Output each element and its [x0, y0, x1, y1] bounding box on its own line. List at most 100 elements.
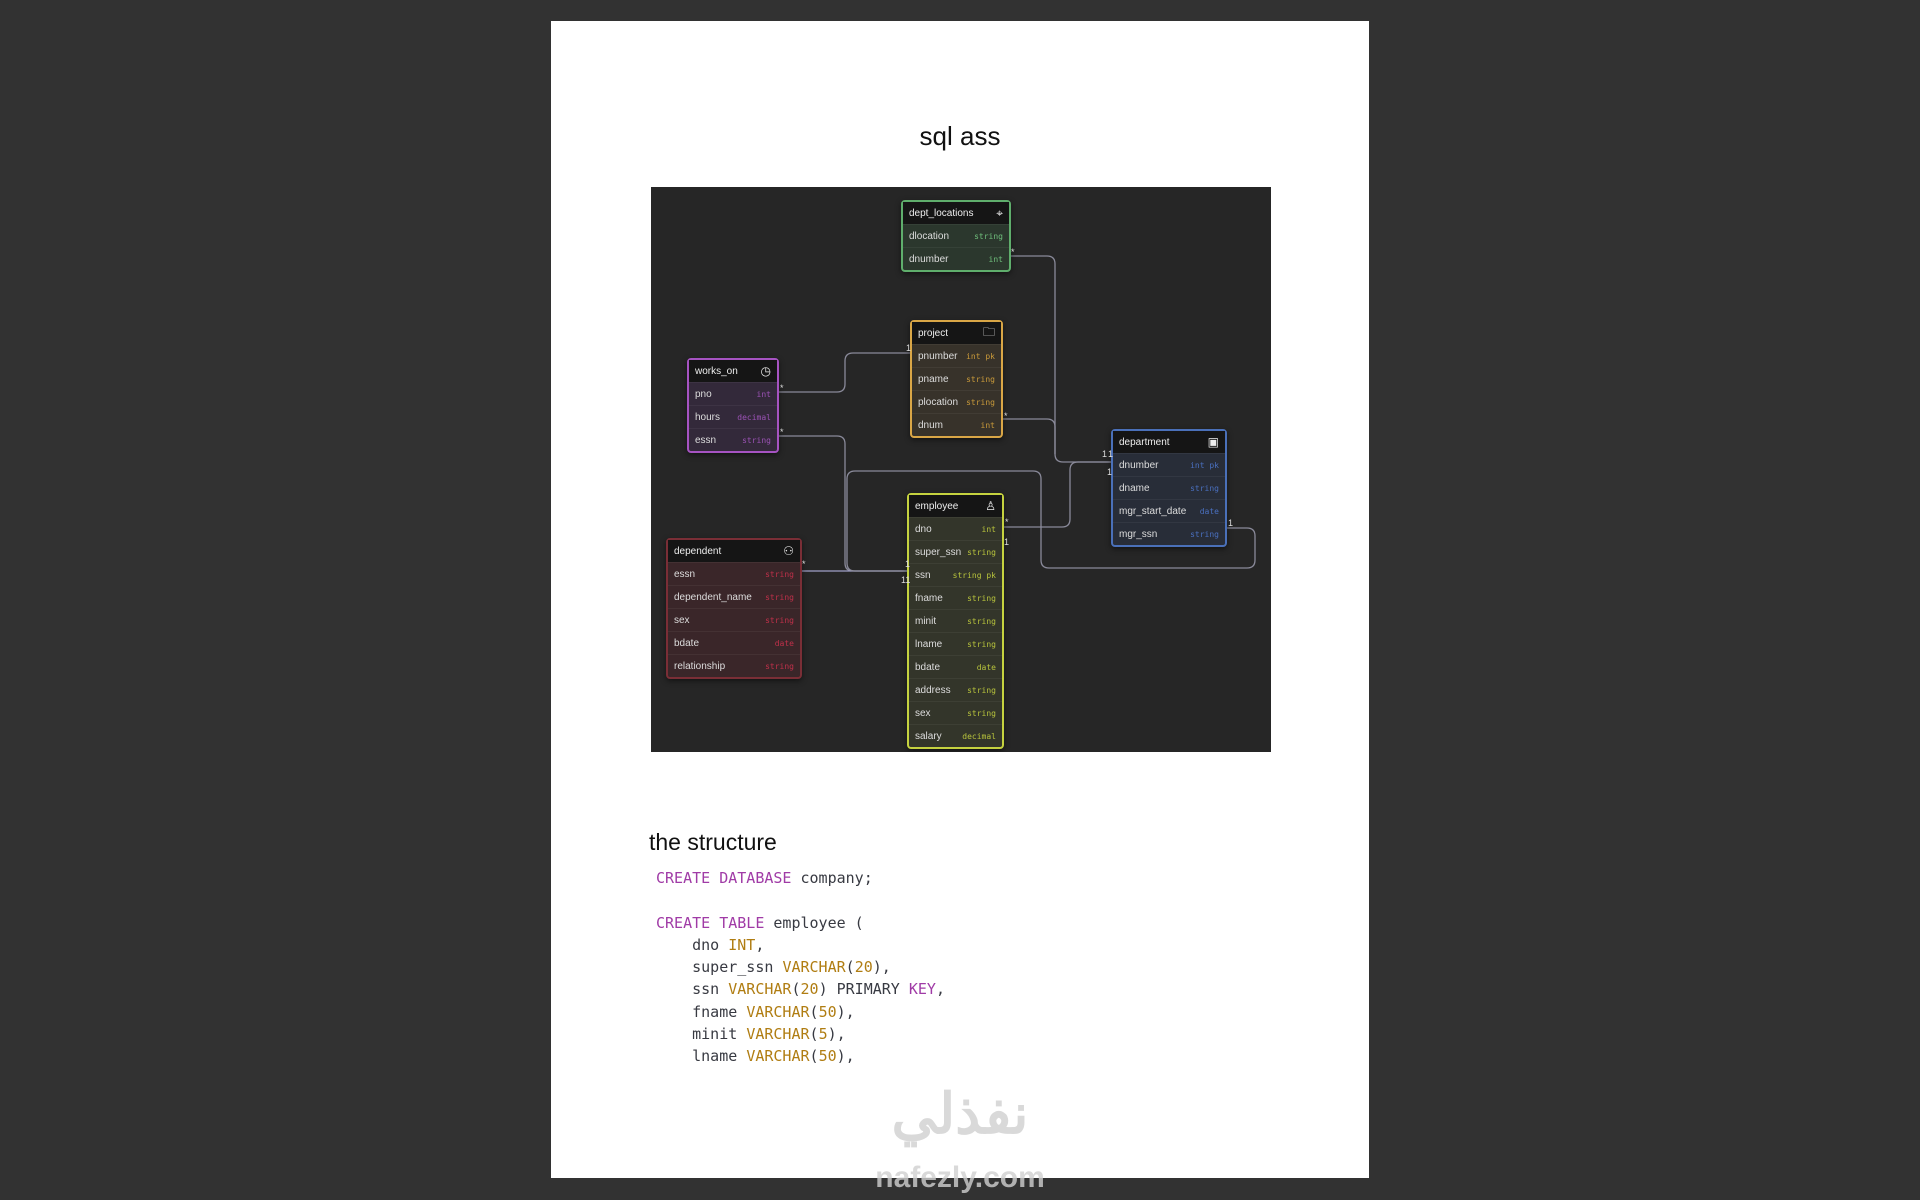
sql-text: ) PRIMARY — [818, 980, 909, 999]
page-title: sql ass — [919, 121, 1001, 151]
sql-text: super_ssn — [656, 958, 783, 977]
field-name: essn — [674, 568, 696, 580]
sql-type: VARCHAR — [746, 1002, 810, 1021]
field-name: bdate — [674, 637, 700, 649]
field-name: essn — [695, 434, 717, 446]
table-name: project — [918, 327, 949, 339]
field-name: dnumber — [1119, 459, 1159, 471]
table-header: employee♙ — [909, 495, 1002, 517]
field-name: bdate — [915, 661, 941, 673]
sql-type: VARCHAR — [746, 1047, 810, 1066]
user-icon: ♙ — [985, 499, 996, 513]
field-type: string — [966, 374, 995, 384]
field-type: date — [976, 662, 996, 672]
field-type: string — [765, 592, 794, 602]
field-type: int — [981, 524, 996, 534]
field-name: sex — [915, 707, 931, 719]
table-name: dept_locations — [909, 207, 974, 219]
sql-type: VARCHAR — [746, 1025, 810, 1044]
rel-employee-department — [1000, 461, 1111, 528]
rel-project-department — [999, 418, 1056, 454]
sql-type: 5 — [818, 1025, 828, 1044]
sql-text: fname — [656, 1002, 747, 1021]
table-header: department▣ — [1113, 431, 1225, 453]
table-field: dnum int — [912, 413, 1001, 436]
cardinality-marker: 1 — [905, 559, 911, 569]
cardinality-marker: 1 — [1102, 449, 1108, 459]
table-field: dnumber int pk — [1113, 453, 1225, 476]
sql-text: ), — [836, 1047, 855, 1066]
sql-text: , — [935, 980, 945, 999]
table-name: works_on — [695, 365, 738, 377]
sql-code-block: CREATE DATABASE company;CREATE TABLE emp… — [656, 867, 945, 1068]
code-line: lname VARCHAR(50), — [656, 1045, 945, 1067]
table-field: essn string — [668, 562, 800, 585]
sql-text: ( — [809, 1002, 819, 1021]
sql-type: VARCHAR — [782, 958, 846, 977]
sql-keyword: CREATE TABLE — [656, 913, 765, 932]
field-name: dno — [915, 523, 932, 535]
sql-text: lname — [656, 1047, 747, 1066]
cardinality-marker: 1 — [1107, 467, 1113, 477]
field-type: string — [974, 231, 1003, 241]
field-type: string — [967, 593, 996, 603]
field-type: date — [1199, 506, 1219, 516]
cardinality-marker: * — [802, 559, 806, 569]
sql-type: VARCHAR — [728, 980, 792, 999]
field-type: string — [967, 639, 996, 649]
table-header: project 🗀 — [912, 322, 1001, 344]
sql-text: ), — [836, 1002, 855, 1021]
field-name: minit — [915, 615, 937, 627]
cardinality-marker: * — [780, 383, 784, 393]
field-type: string pk — [952, 570, 996, 580]
table-field: dno int — [909, 517, 1002, 540]
field-type: string — [966, 397, 995, 407]
sql-type: 20 — [854, 958, 873, 977]
field-name: dnumber — [909, 253, 949, 265]
field-type: int pk — [1190, 460, 1219, 470]
cardinality-marker: 1 — [906, 343, 912, 353]
field-type: string — [765, 569, 794, 579]
field-name: mgr_ssn — [1119, 528, 1158, 540]
sql-text: ), — [872, 958, 891, 977]
users-icon: ⚇ — [783, 544, 794, 558]
sql-text: minit — [656, 1025, 747, 1044]
field-type: string — [765, 615, 794, 625]
field-name: dnum — [918, 419, 944, 431]
cardinality-marker: * — [1005, 517, 1009, 527]
field-type: int — [756, 389, 771, 399]
field-type: decimal — [737, 412, 771, 422]
sql-text: employee ( — [764, 913, 864, 932]
sql-type: INT — [728, 935, 756, 954]
folder-icon: 🗀 — [982, 324, 995, 339]
briefcase-icon: ▣ — [1207, 435, 1219, 449]
cardinality-marker: * — [1004, 411, 1008, 421]
field-name: dependent_name — [674, 591, 752, 603]
section-heading: the structure — [649, 829, 777, 855]
table-field: dependent_name string — [668, 585, 800, 608]
field-type: int — [980, 420, 995, 430]
field-name: dlocation — [909, 230, 950, 242]
table-field: bdate date — [909, 655, 1002, 678]
cardinality-marker: 1 — [1004, 537, 1010, 547]
